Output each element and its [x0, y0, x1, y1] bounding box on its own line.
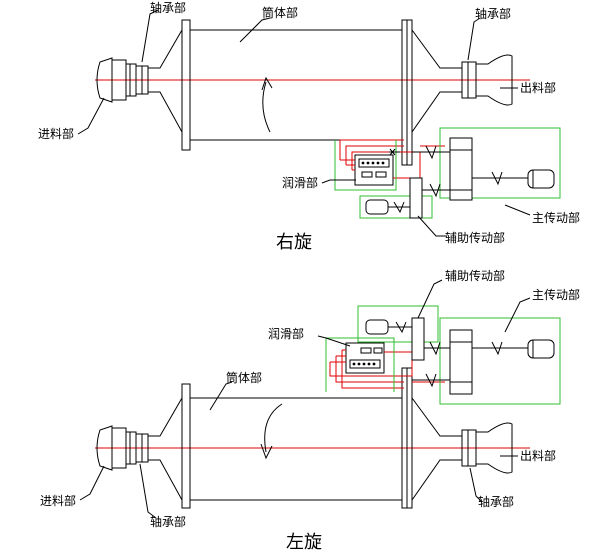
bottom-aux-motor	[365, 319, 389, 335]
bottom-label-main-drive: 主传动部	[532, 287, 580, 302]
top-label-lubrication: 润滑部	[282, 175, 318, 190]
top-aux-motor	[365, 199, 389, 215]
bottom-trunnion-left	[147, 396, 183, 501]
top-rotation-arrow	[262, 81, 271, 133]
top-main-motor	[527, 169, 555, 189]
bottom-coupling-2	[491, 341, 503, 356]
bottom-reducer	[449, 329, 473, 395]
bottom-label-aux-drive: 辅助传动部	[445, 268, 505, 283]
bottom-main-motor	[527, 339, 555, 359]
bottom-leaders	[79, 279, 531, 519]
bottom-mill	[95, 305, 561, 509]
bottom-coupling-1	[425, 373, 437, 388]
top-outlet-trumpet	[475, 54, 513, 106]
bottom-caption: 左旋	[286, 532, 322, 552]
bottom-label-bearing-right: 轴承部	[478, 494, 514, 509]
top-coupling-1	[425, 145, 437, 160]
top-flange-left	[181, 19, 191, 151]
top-label-bearing-right: 轴承部	[475, 6, 511, 21]
top-reducer	[449, 137, 473, 201]
top-lube-dots	[361, 161, 385, 165]
top-leaders	[77, 9, 531, 237]
top-lube-unit	[354, 154, 394, 186]
bottom-lube-frame	[325, 337, 395, 392]
bottom-shell	[189, 397, 403, 501]
top-mill	[95, 19, 561, 219]
top-label-outlet: 出料部	[520, 80, 556, 95]
top-lube-frame	[334, 140, 397, 191]
bottom-label-bearing-left: 轴承部	[150, 514, 186, 529]
bottom-label-lubrication: 润滑部	[268, 326, 304, 341]
top-oil-pipe-1	[339, 139, 404, 160]
top-coupling-2	[491, 171, 503, 186]
bottom-oil-pipe-1	[341, 350, 404, 389]
top-label-bearing-left: 轴承部	[150, 0, 186, 15]
top-trunnion-right	[411, 28, 463, 134]
bottom-aux-drive-frame	[357, 305, 439, 343]
top-label-main-drive: 主传动部	[532, 210, 580, 225]
bottom-label-shell: 筒体部	[226, 370, 262, 385]
bottom-flange-left	[181, 383, 191, 509]
top-label-shell: 筒体部	[262, 5, 298, 20]
bottom-aux-gearbox	[411, 317, 425, 361]
bottom-label-inlet: 进料部	[40, 493, 76, 508]
top-inlet-nozzle	[96, 57, 113, 103]
bottom-main-drive-frame	[439, 317, 561, 405]
bottom-rotation-arrow	[264, 403, 283, 453]
top-main-drive-frame	[439, 127, 561, 199]
top-label-aux-drive: 辅助传动部	[445, 230, 505, 245]
bottom-label-outlet: 出料部	[520, 448, 556, 463]
top-label-inlet: 进料部	[38, 126, 74, 141]
top-aux-gearbox	[409, 177, 423, 219]
top-shell	[189, 29, 403, 141]
top-trunnion-left	[147, 28, 183, 133]
top-caption: 右旋	[276, 232, 312, 252]
top-aux-drive-frame	[359, 195, 433, 219]
bottom-lube-dots	[352, 362, 376, 366]
bottom-outlet-trumpet	[475, 422, 513, 474]
bottom-trunnion-right	[411, 396, 463, 502]
bottom-inlet-nozzle	[96, 425, 113, 471]
